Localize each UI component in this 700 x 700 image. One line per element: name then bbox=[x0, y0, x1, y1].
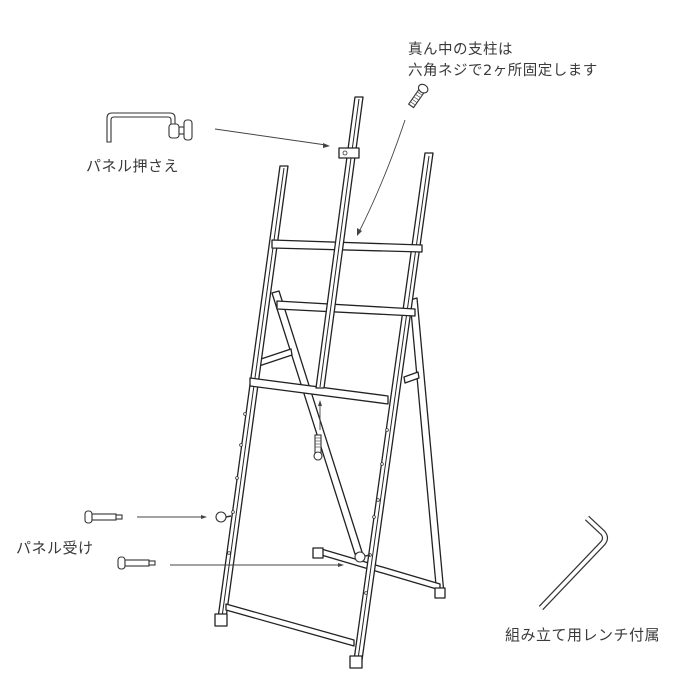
panel-holder-pin-1 bbox=[84, 510, 123, 524]
panel-holder-knob-lower bbox=[354, 551, 366, 563]
panel-clamp-part bbox=[106, 112, 193, 143]
panel-holder-label: パネル受け bbox=[16, 539, 94, 557]
rear-support-leg bbox=[257, 290, 446, 599]
front-frame bbox=[214, 152, 434, 669]
center-post-note-line2: 六角ネジで2ヶ所固定します bbox=[408, 63, 598, 79]
hex-wrench-part bbox=[538, 515, 608, 611]
panel-holder-pin-2 bbox=[117, 556, 156, 570]
arrows bbox=[137, 119, 406, 567]
hex-screw-top bbox=[407, 83, 429, 109]
panel-clamp-label: パネル押さえ bbox=[86, 157, 180, 175]
hex-screw-bottom bbox=[313, 434, 323, 461]
center-post bbox=[315, 96, 364, 389]
panel-holder-knob-upper bbox=[215, 511, 227, 523]
center-post-note-line1: 真ん中の支柱は bbox=[408, 42, 513, 58]
center-post-note: 真ん中の支柱は 六角ネジで2ヶ所固定します bbox=[408, 40, 598, 82]
wrench-included-label: 組み立て用レンチ付属 bbox=[505, 626, 661, 644]
